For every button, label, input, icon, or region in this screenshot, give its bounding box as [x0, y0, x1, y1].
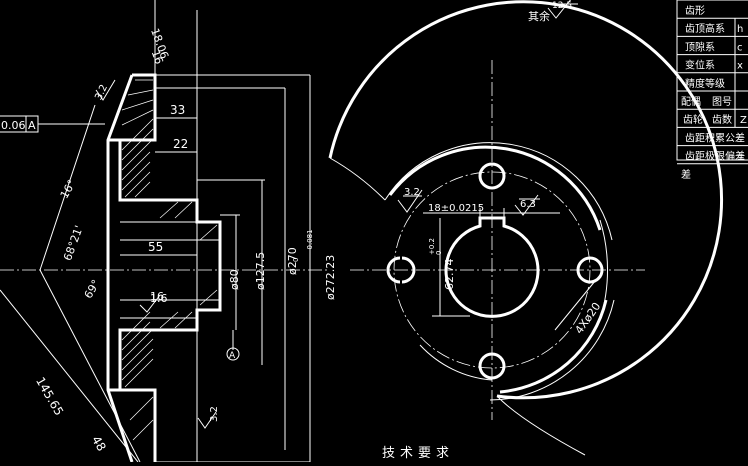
- svg-text:12.5: 12.5: [552, 1, 572, 11]
- dim-text-145: 145.65: [33, 375, 66, 418]
- table-cell: 齿距积累公差: [685, 131, 745, 144]
- bolt-hole-bottom: [478, 352, 506, 380]
- leader-holes: [554, 274, 601, 331]
- table-cell: 变位系: [685, 59, 715, 72]
- cone-apex-line: [39, 104, 96, 271]
- datum-tolerance-value: 0.06: [1, 119, 26, 132]
- dim-text-48: 48: [89, 433, 109, 453]
- table-cell: 精度等级: [685, 77, 725, 90]
- roughness-symbol-bore: 1.6: [139, 292, 168, 313]
- dim-text-22: 22: [173, 137, 188, 151]
- bolt-circle: [393, 171, 591, 369]
- inner-rim-arc-upper: [388, 145, 602, 231]
- table-cell: 顶隙系: [685, 40, 715, 53]
- svg-text:6.3: 6.3: [520, 199, 536, 210]
- table-cell: 齿形: [685, 5, 705, 17]
- hatch-upper: [121, 79, 218, 241]
- dim-text-16: 16: [150, 290, 164, 303]
- dim-text-angle-69: 69°: [82, 278, 103, 301]
- roughness-symbol-keyway-left: 3.2: [397, 187, 423, 213]
- dim-text-keyway-depth-tol: +0.2: [428, 238, 436, 255]
- table-cell: 齿数: [712, 113, 732, 126]
- front-view: 3.2 6.3 18±0.0215 62.74 +0.2 0 4Xø20 12.…: [328, 0, 724, 461]
- table-cell: 齿顶高系: [685, 22, 725, 35]
- section-tooth-face: [106, 74, 134, 463]
- dim-text-33: 33: [170, 103, 185, 117]
- table-cell: h: [737, 24, 743, 35]
- outer-rim-arc: [328, 0, 724, 400]
- svg-text:3.2: 3.2: [209, 406, 220, 422]
- table-cell: 图号: [712, 96, 732, 108]
- section-view: 0.06 A A 3.2 1.6 3.2 18.06 16 33 22 55 1…: [0, 0, 337, 463]
- dim-text-272-tol-upper: 0: [292, 258, 300, 262]
- cone-apex-line-lower: [39, 269, 141, 463]
- bolt-hole-top: [478, 162, 506, 190]
- table-cell: c: [737, 42, 743, 53]
- table-cell: 齿距极限偏差: [685, 150, 745, 163]
- section-outline: [118, 73, 222, 462]
- dim-text-16-tooth: 16: [149, 48, 166, 66]
- table-cell: ±: [737, 152, 745, 163]
- general-roughness-note: 其余: [528, 9, 550, 23]
- roughness-symbol-profile: 3.2: [93, 79, 116, 102]
- datum-frame-letter: A: [28, 119, 36, 132]
- table-cell: 齿轮: [683, 113, 703, 126]
- dim-text-270: ø270: [286, 247, 299, 275]
- dim-text-angle-16: 16°: [58, 178, 79, 201]
- datum-a-marker: A: [226, 330, 240, 361]
- roughness-symbol-bottom: 3.2: [197, 406, 220, 429]
- dim-text-127: ø127.5: [254, 252, 267, 290]
- datum-a-label: A: [229, 351, 236, 361]
- table-cell: 差: [681, 168, 691, 181]
- dim-text-55: 55: [148, 240, 163, 254]
- tech-requirements-heading: 技术要求: [382, 446, 454, 461]
- bore-with-keyway: [444, 216, 540, 318]
- roughness-symbol-keyway-right: 6.3: [514, 194, 540, 216]
- bolt-hole-left: [401, 256, 416, 284]
- dim-text-keyway-width: 18±0.0215: [428, 203, 484, 214]
- roughness-note-general: 12.5 其余: [528, 0, 578, 23]
- dim-text-keyway-depth: 62.74: [443, 259, 456, 291]
- table-cell: Z: [740, 115, 747, 126]
- datum-frame: 0.06 A: [0, 115, 105, 133]
- table-cell: 配偶: [681, 95, 701, 108]
- bolt-hole-right: [576, 256, 604, 284]
- dim-text-keyway-depth-tol-lower: 0: [435, 251, 443, 255]
- table-cell: x: [737, 61, 743, 72]
- svg-text:3.2: 3.2: [404, 187, 420, 198]
- svg-text:1.6: 1.6: [150, 292, 168, 305]
- dim-text-angle-68: 68°21': [61, 224, 86, 263]
- dim-text-80: ø80: [228, 269, 241, 290]
- parameter-table: 齿形齿顶高系 h 顶隙系 c 变位系 x 精度等级配偶图号齿轮齿数 Z 齿距积累公差齿距极限偏差…: [676, 0, 748, 181]
- cone-line: [0, 289, 139, 463]
- svg-text:3.2: 3.2: [93, 83, 110, 102]
- hatch-lower: [121, 289, 218, 441]
- dim-text-272-tol-lower: -0.081: [306, 229, 314, 252]
- dim-text-272: ø272.23: [324, 255, 337, 300]
